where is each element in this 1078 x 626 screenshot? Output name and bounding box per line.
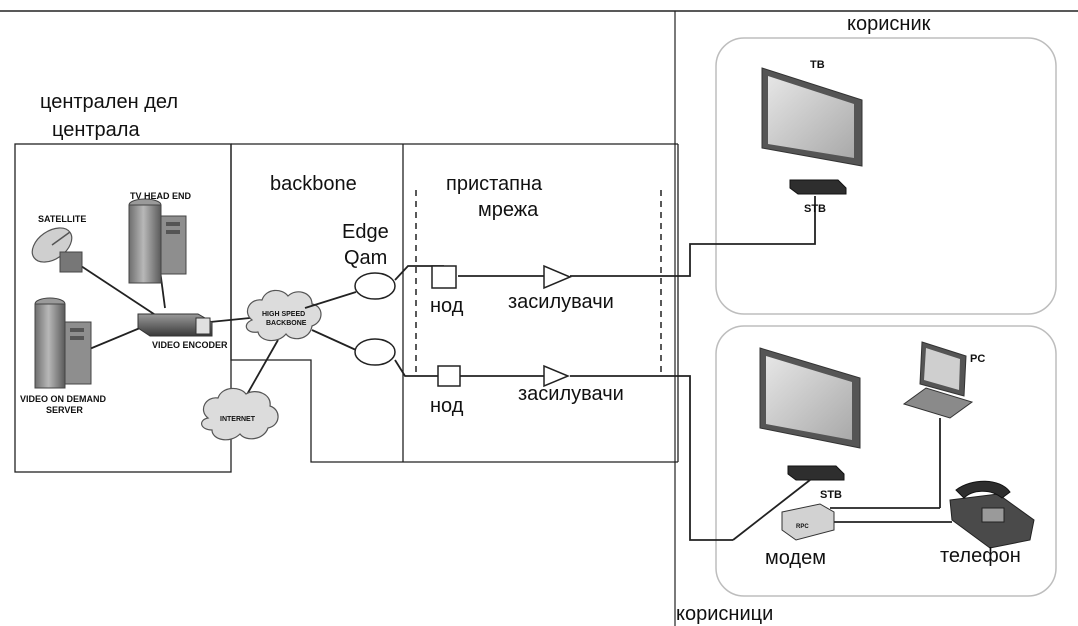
stb-bottom-icon — [787, 465, 845, 481]
tv-top-label: ТВ — [810, 59, 825, 71]
amplifiers-bottom-label: засилувачи — [518, 383, 624, 405]
link-satellite-encoder — [77, 263, 161, 319]
access-network-label-line2: мрежа — [478, 199, 539, 221]
edge-qam-bottom-icon — [354, 338, 396, 366]
vod-server-icon — [34, 297, 92, 389]
satellite-label: SATELLITE — [38, 214, 86, 224]
user-panel-bottom — [715, 325, 1057, 597]
node-bottom-label: нод — [430, 395, 464, 417]
pc-label: PC — [970, 353, 985, 365]
pc-laptop-icon — [902, 341, 974, 419]
link-backbone-edgeqam-top — [304, 291, 357, 309]
phone-label: телефон — [940, 545, 1021, 567]
vod-server-label-line2: SERVER — [46, 405, 83, 415]
users-label: корисници — [676, 603, 773, 625]
link-backbone-internet — [244, 339, 279, 399]
stb-top-label: STB — [804, 203, 826, 215]
node-top-icon — [431, 265, 457, 289]
access-network-label-line1: пристапна — [446, 173, 543, 195]
stb-top-icon — [789, 179, 847, 195]
user-panel-top — [715, 37, 1057, 315]
video-encoder-label: VIDEO ENCODER — [152, 340, 228, 350]
tv-bottom-icon — [759, 347, 861, 449]
stb-bottom-label: STB — [820, 489, 842, 501]
amplifiers-top-label: засилувачи — [508, 291, 614, 313]
tv-head-end-server-icon — [128, 198, 187, 284]
internet-cloud-icon — [201, 387, 279, 441]
access-line-bottom — [394, 359, 438, 377]
node-top-label: нод — [430, 295, 464, 317]
access-line-bottom-out — [570, 375, 733, 541]
tv-top-icon — [761, 67, 863, 167]
backbone-label: backbone — [270, 173, 357, 195]
link-backbone-edgeqam-bottom — [311, 329, 357, 351]
amplifier-top-icon — [543, 264, 572, 290]
edge-qam-label-line2: Qam — [344, 247, 387, 269]
telephone-icon — [949, 480, 1035, 549]
amplifier-bottom-icon — [543, 364, 570, 388]
edge-qam-top-icon — [354, 272, 396, 300]
backbone-box — [230, 143, 678, 463]
link-modem-stb — [732, 479, 811, 541]
satellite-dish-icon — [31, 227, 83, 273]
modem-label: модем — [765, 547, 826, 569]
user-label: корисник — [847, 13, 931, 35]
central-part-label: централен дел — [40, 91, 178, 113]
access-line-top-out — [570, 196, 816, 277]
vod-server-label-line1: VIDEO ON DEMAND — [20, 394, 107, 404]
modem-icon: RPC — [781, 503, 835, 541]
high-speed-backbone-cloud-icon — [245, 289, 322, 342]
modem-badge: RPC — [796, 524, 809, 530]
video-encoder-icon — [137, 313, 213, 337]
link-encoder-backbone — [209, 317, 251, 323]
high-speed-backbone-label-line1: HIGH SPEED — [262, 311, 305, 318]
internet-label: INTERNET — [220, 416, 256, 423]
high-speed-backbone-label-line2: BACKBONE — [266, 320, 307, 327]
central-office-label: централа — [52, 119, 140, 141]
tv-head-end-label: TV HEAD END — [130, 191, 192, 201]
edge-qam-label-line1: Edge — [342, 221, 389, 243]
node-bottom-icon — [437, 365, 461, 387]
